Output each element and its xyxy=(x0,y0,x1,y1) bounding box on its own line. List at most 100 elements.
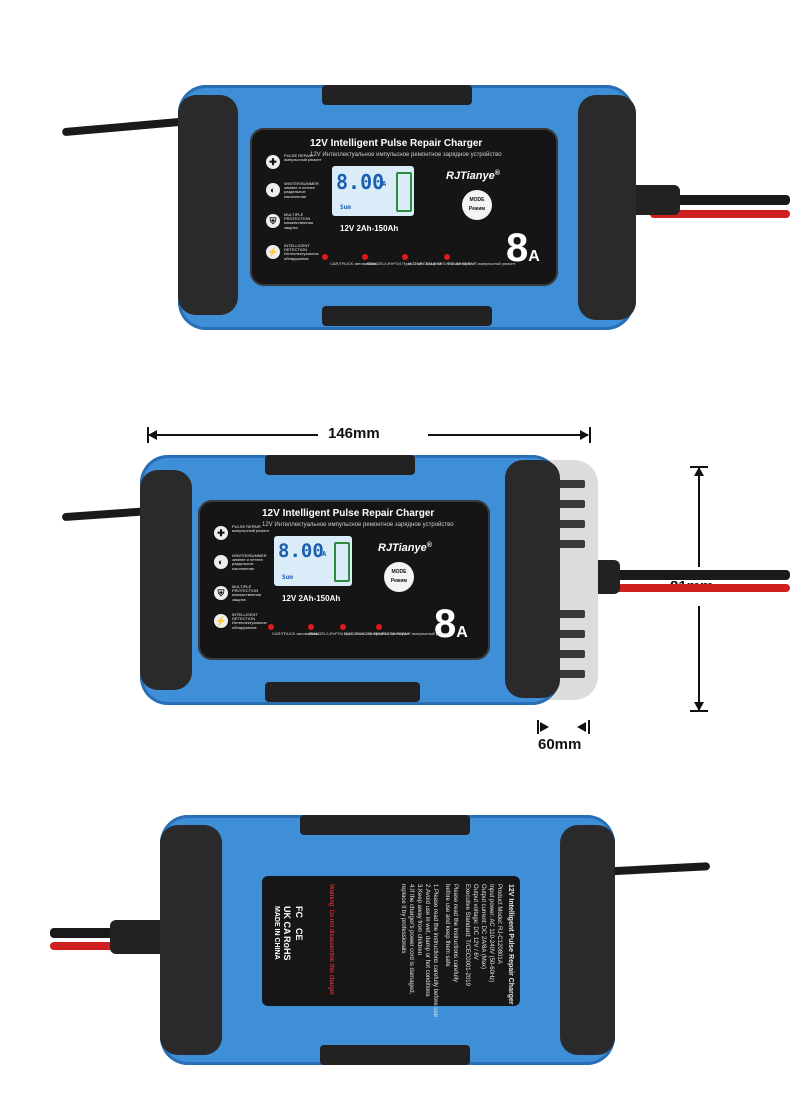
label-warning: Warning: Do not disassemble this charger xyxy=(328,884,334,996)
label-line: 1.Please read the instructions carefully… xyxy=(432,884,438,1018)
mode-button-label-ru: Режим xyxy=(390,578,408,584)
output-cable-red xyxy=(610,584,790,592)
feature-text: WINTER/SUMMER зимнее и летнее раздельное… xyxy=(284,181,319,199)
dimension-tick xyxy=(147,427,149,443)
mode-label: MOTORCYCLE TRICKLE мотоцикл xyxy=(344,631,409,636)
output-cable-red xyxy=(50,942,160,950)
dimension-tick xyxy=(690,466,708,468)
current-number: 8 xyxy=(506,226,529,270)
dimension-tick xyxy=(589,427,591,443)
label-line: Input power: AC 110-240V (50-60Hz) xyxy=(488,884,494,983)
brand-mark: ® xyxy=(426,542,432,549)
dimension-tick xyxy=(537,720,539,734)
brand-logo: RJTianye® xyxy=(378,542,432,554)
label-line: Please read the instructions carefully xyxy=(452,884,458,983)
feature-text: INTELLIGENT DETECTION Интеллектуальное о… xyxy=(232,612,267,630)
vent-slot xyxy=(555,500,585,508)
vent-slot xyxy=(555,630,585,638)
mode-indicator-led xyxy=(402,254,408,260)
shield-protection-icon: ⛨ xyxy=(214,586,228,600)
shield-plus-icon: ✚ xyxy=(214,526,228,540)
snowflake-sun-icon: ◐ xyxy=(214,555,228,569)
dimension-arrow-right-icon xyxy=(580,430,589,440)
shield-plus-icon: ✚ xyxy=(266,155,280,169)
mode-indicator-led xyxy=(308,624,314,630)
current-unit: A xyxy=(528,248,540,265)
vent-slot xyxy=(555,540,585,548)
label-title: 12V Intelligent Pulse Repair Charger xyxy=(507,884,514,1005)
current-number: 8 xyxy=(434,602,457,646)
bottom-grip xyxy=(322,306,492,326)
feature-text: INTELLIGENT DETECTION Интеллектуальное о… xyxy=(284,243,319,261)
current-rating: 8A xyxy=(506,228,540,277)
mode-button[interactable]: MODE Режим xyxy=(384,562,414,592)
vent-slot xyxy=(555,650,585,658)
cert-mark: RoHS xyxy=(282,936,292,961)
dimension-arrow-left-icon xyxy=(577,722,586,732)
mode-indicator-led xyxy=(444,254,450,260)
mode-label: PULSE REPAIR импульсный ремонт xyxy=(382,631,450,636)
feature-text: MULTIPLE PROTECTION множественная защита xyxy=(232,584,261,602)
label-line: Executive Standard: T/CEC0001-2019 xyxy=(464,884,470,986)
dimension-depth: 60mm xyxy=(538,736,582,753)
bottom-grip xyxy=(265,682,420,702)
lcd-sub: Sum xyxy=(340,204,351,211)
left-bumper xyxy=(140,470,192,690)
snowflake-sun-icon: ◐ xyxy=(266,183,280,197)
feature-text: PULSE REPAIR импульсный ремонт xyxy=(232,524,270,534)
mode-label: AGM/GEL/LiFePO4 Пуск- Стоп / Батареи xyxy=(308,631,384,636)
dimension-line-width xyxy=(148,434,318,436)
cert-mark: FC xyxy=(294,906,304,918)
brand-logo: RJTianye® xyxy=(446,170,500,182)
vent-slot xyxy=(555,480,585,488)
current-rating: 8A xyxy=(434,604,468,653)
dimension-tick xyxy=(588,720,590,734)
left-bumper xyxy=(160,825,222,1055)
mode-button-label-ru: Режим xyxy=(468,206,486,212)
product-title: 12V Intelligent Pulse Repair Charger xyxy=(262,508,435,519)
battery-range: 12V 2Ah-150Ah xyxy=(340,224,399,233)
brand-mark: ® xyxy=(494,170,500,177)
cert-mark: UK CA xyxy=(282,906,292,935)
detection-icon: ⚡ xyxy=(214,614,228,628)
lcd-unit: A xyxy=(322,550,327,558)
product-title: 12V Intelligent Pulse Repair Charger xyxy=(310,138,483,149)
label-line: 4.If the charger's power cord is damaged… xyxy=(408,884,414,995)
product-subtitle: 12V Интеллектуальное импульсное ремонтно… xyxy=(262,522,454,528)
mode-indicator-led xyxy=(340,624,346,630)
output-cable-red xyxy=(650,210,790,218)
dimension-width: 146mm xyxy=(328,425,380,442)
vent-slot xyxy=(555,610,585,618)
vent-slot xyxy=(555,520,585,528)
shield-protection-icon: ⛨ xyxy=(266,214,280,228)
current-unit: A xyxy=(456,624,468,641)
control-panel: 12V Intelligent Pulse Repair Charger 12V… xyxy=(198,500,490,660)
product-subtitle: 12V Интеллектуальное импульсное ремонтно… xyxy=(310,152,502,158)
battery-range: 12V 2Ah-150Ah xyxy=(282,594,341,603)
feature-text: WINTER/SUMMER зимнее и летнее раздельное… xyxy=(232,553,267,571)
vent-slot xyxy=(555,670,585,678)
dimension-arrow-right-icon xyxy=(540,722,549,732)
mode-label: PULSE REPAIR импульсный ремонт xyxy=(448,261,516,266)
top-grip xyxy=(300,815,470,835)
mode-label: CAR/TRUCK автомобиль xyxy=(272,631,319,636)
right-bumper xyxy=(578,95,636,320)
top-grip xyxy=(322,85,472,105)
lcd-battery-icon xyxy=(334,542,350,582)
dimension-tick xyxy=(690,710,708,712)
mode-button[interactable]: MODE Режим xyxy=(462,190,492,220)
mode-label: CAR/TRUCK автомобиль xyxy=(330,261,377,266)
brand-name: RJTianye xyxy=(378,542,427,554)
mode-label: AGM/GEL/LiFePO4 Пуск- Стоп / Батареи xyxy=(366,261,442,266)
lcd-display: 8.00 A Sum xyxy=(274,536,352,586)
right-bumper xyxy=(505,460,560,698)
control-panel: 12V Intelligent Pulse Repair Charger 12V… xyxy=(250,128,558,286)
label-line: 3.Keep away from children xyxy=(416,884,422,956)
cable-strain-relief xyxy=(110,920,166,954)
lcd-reading: 8.00 xyxy=(336,170,385,194)
dimension-line-height xyxy=(698,606,700,710)
lcd-unit: A xyxy=(382,180,387,188)
cert-mark: CE xyxy=(294,928,304,941)
label-line: replace it by professionals xyxy=(400,884,406,954)
label-line: before use and keep them safe xyxy=(444,884,450,967)
